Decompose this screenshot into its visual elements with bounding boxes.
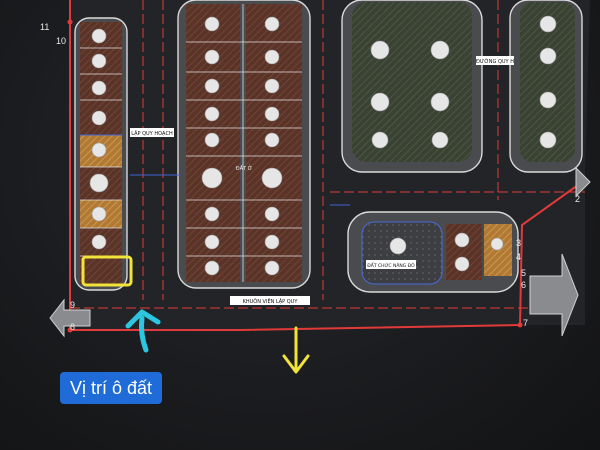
road-label-2: KHUÔN VIÊN LẬP QUY [243,297,299,305]
block-label-right: ĐƯỜNG QUY H [476,58,514,65]
road-label-1: LẬP QUY HOẠCH [131,130,173,137]
lot-location-callout: Vị trí ô đất [60,372,163,404]
cyan-pointer-arrow [125,309,161,353]
site-boundary [69,0,586,331]
left-direction-arrow [49,298,91,338]
edge-number: 5 [521,268,527,278]
edge-number: 2 [575,194,581,204]
selected-lot-outline [81,255,133,287]
block-label-center: ĐẤT Ở [236,164,253,172]
center-residential-block [177,0,311,289]
green-block-top-center [341,0,483,173]
green-block-top-right [509,0,583,173]
right-direction-arrow [529,253,579,337]
yellow-down-arrow [282,326,310,374]
edge-number: 3 [516,238,522,248]
edge-number: 8 [70,322,76,332]
blue-lines [80,134,350,206]
lot-symbols [89,15,557,276]
lower-right-block [347,211,519,293]
edge-number: 7 [523,318,529,328]
edge-number: 10 [56,36,67,46]
edge-number: 4 [516,252,522,262]
edge-number: 9 [70,300,76,310]
edge-number: 6 [521,280,527,290]
top-right-direction-arrow [575,166,591,198]
edge-number: 11 [40,22,50,32]
road-labels: LẬP QUY HOẠCH KHUÔN VIÊN LẬP QUY ĐẤT Ở Đ… [130,56,514,305]
road-centerlines [70,0,585,309]
block-label-lower: ĐẤT CHỨC NĂNG ĐÔ [367,261,415,269]
